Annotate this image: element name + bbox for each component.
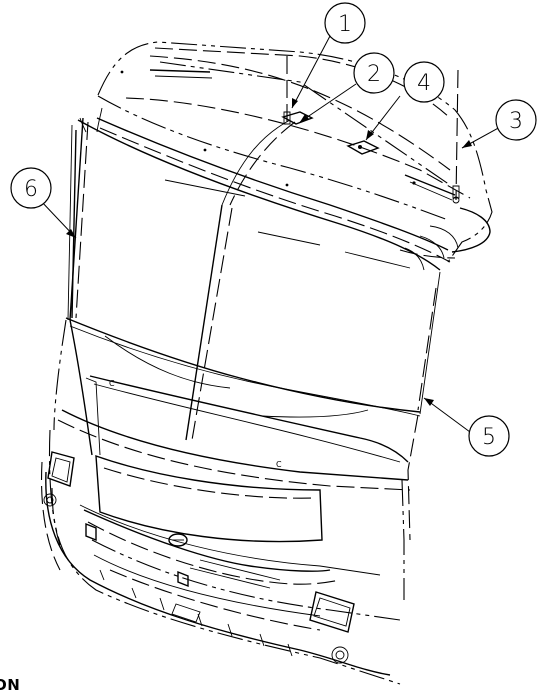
svg-text:6: 6 bbox=[24, 177, 38, 202]
callout-2: 2 bbox=[353, 52, 395, 94]
callout-leaders bbox=[39, 35, 503, 433]
roof-cap bbox=[96, 41, 493, 271]
part-label: C bbox=[276, 460, 282, 469]
callout-6: 6 bbox=[10, 167, 52, 209]
svg-text:3: 3 bbox=[509, 109, 523, 134]
front-panel bbox=[40, 319, 419, 685]
callout-3: 3 bbox=[495, 99, 537, 141]
windshield bbox=[65, 117, 441, 441]
svg-text:5: 5 bbox=[482, 425, 496, 450]
svg-text:4: 4 bbox=[417, 71, 431, 96]
svg-text:2: 2 bbox=[367, 62, 381, 87]
callout-5: 5 bbox=[468, 415, 510, 457]
callout-4: 4 bbox=[403, 61, 445, 103]
svg-text:1: 1 bbox=[338, 12, 352, 37]
part-label: C bbox=[109, 379, 115, 388]
callout-1: 1 bbox=[324, 2, 366, 44]
caption-text: ON bbox=[0, 676, 21, 694]
fasteners bbox=[69, 56, 460, 321]
